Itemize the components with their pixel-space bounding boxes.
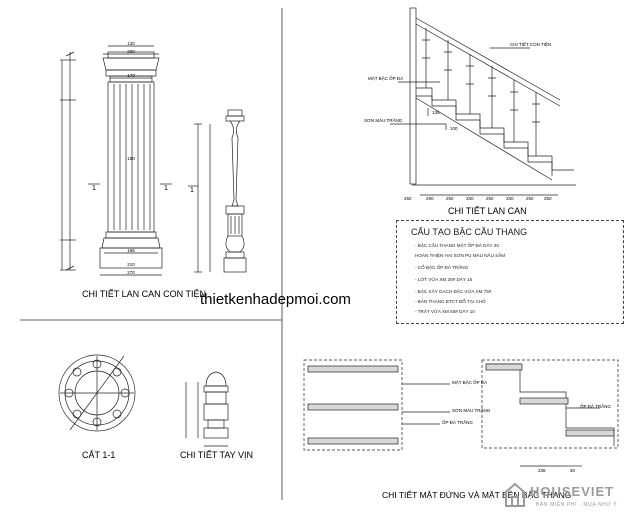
- title-newel-post: CHI TIẾT LAN CAN CON TIỆN: [82, 289, 206, 299]
- stair-section-drawing: [390, 7, 576, 196]
- note-item: - CỔ BẬC ỐP ĐÁ TRẮNG: [415, 265, 469, 270]
- note-item: - BẢN THANG BTCT ĐỔ TẠI CHỖ: [415, 299, 486, 304]
- stair-dim: 250: [404, 196, 412, 201]
- title-section: CẮT 1-1: [82, 450, 115, 460]
- note-item: - LỚT VỮA XM 25# DÀY 15: [415, 277, 473, 282]
- logo-name: HOUSEVIET: [530, 484, 615, 499]
- stair-dim: 250: [486, 196, 494, 201]
- stair-notes-box: CẤU TẠO BẬC CẦU THANG - BẬC CẦU THANG MẶ…: [396, 220, 624, 324]
- title-baluster: CHI TIẾT LAN CAN: [448, 206, 527, 216]
- step-elevation-drawing: [303, 359, 619, 467]
- elev-dim-a: 238: [538, 468, 546, 473]
- stair-balusters: [422, 28, 540, 156]
- stair-dims: 290 250 250 250 250 250 250 250: [404, 196, 552, 201]
- newel-dim-base-3: 270: [127, 270, 135, 275]
- sheet-frame: [20, 8, 283, 500]
- dim-135: 135: [432, 110, 440, 115]
- section-mark-right: 1: [164, 185, 168, 192]
- notes-title: CẤU TẠO BẬC CẦU THANG: [411, 227, 528, 237]
- elev-label-side: ỐP ĐÁ TRẮNG: [580, 402, 611, 409]
- newel-dim-top-1: 130: [127, 41, 135, 46]
- newel-dim-top-2: 200: [127, 49, 135, 54]
- watermark: thietkenhadepmoi.com: [200, 291, 351, 308]
- house-icon: [505, 482, 525, 507]
- section-mark-left: 1: [92, 185, 96, 192]
- section-1-1-drawing: [58, 354, 136, 432]
- newel-dim-top-3: 170: [127, 73, 135, 78]
- newel-dim-mid: 150: [127, 156, 135, 161]
- title-handrail: CHI TIẾT TAY VỊN: [180, 450, 253, 460]
- note-item: HOÀN THIỆN HAI SƠN PU MÀU NÂU SẪM: [415, 253, 506, 258]
- newel-dim-base-2: 210: [127, 262, 135, 267]
- label-paint: SƠN MÀU TRẮNG: [364, 116, 403, 123]
- newel-dim-base-1: 165: [127, 248, 135, 253]
- stair-dim: 250: [506, 196, 514, 201]
- elev-label-riser: ỐP ĐÁ TRẮNG: [442, 418, 473, 425]
- title-elevation: CHI TIẾT MẶT ĐỨNG VÀ MẶT BÊN BẬC THANG: [382, 490, 571, 500]
- label-handrail-detail: CHI TIẾT CON TIỆN: [510, 40, 551, 47]
- note-item: - TRÁT VỮA XM 50# DÀY 10: [415, 309, 475, 314]
- baluster-drawing: [188, 109, 247, 273]
- note-item: - BẬC XÂY GẠCH ĐẶC VỮA XM 75#: [415, 289, 492, 294]
- elev-dim-b: 30: [570, 468, 576, 473]
- stair-dim: 290: [426, 196, 434, 201]
- elev-label-paint: SƠN MÀU TRẮNG: [452, 406, 491, 413]
- newel-post-drawing: [60, 45, 172, 276]
- stair-dim: 250: [466, 196, 474, 201]
- handrail-drawing: [185, 371, 229, 447]
- houseviet-logo: HOUSEVIET BẢN MIỄN PHÍ · MỤA NHỨ Ý: [500, 480, 630, 524]
- stair-dim: 250: [446, 196, 454, 201]
- section-mark-baluster: 1: [190, 187, 194, 194]
- elev-label-tread: MẶT BẬC ỐP ĐÁ: [452, 379, 487, 385]
- stair-dim: 250: [544, 196, 552, 201]
- dim-100: 100: [450, 126, 458, 131]
- logo-tagline: BẢN MIỄN PHÍ · MỤA NHỨ Ý: [536, 502, 618, 508]
- stair-dim: 250: [526, 196, 534, 201]
- note-item: - BẬC CẦU THANG MẶT ỐP ĐÁ DÀY 20: [415, 243, 499, 248]
- label-tread-stone: MẶT BẬC ỐP ĐÁ: [368, 75, 403, 81]
